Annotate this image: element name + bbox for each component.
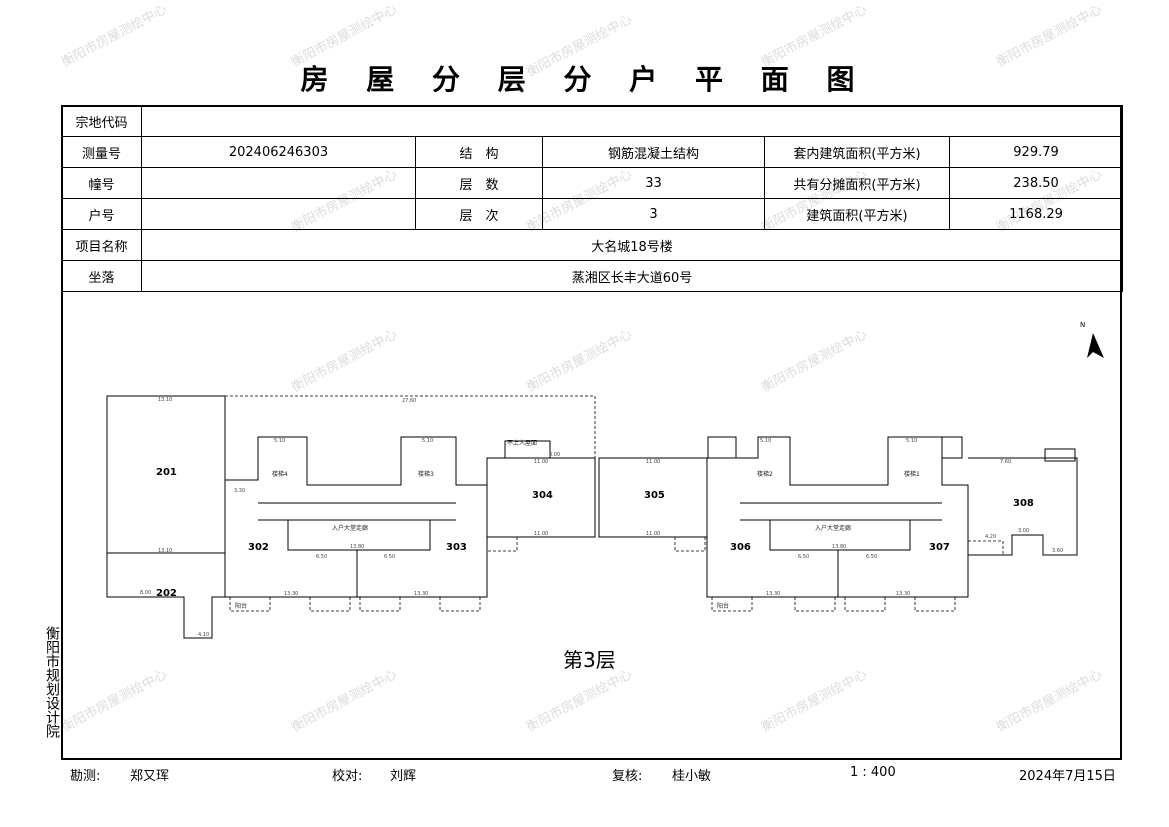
dimension-label: 5.10 — [422, 438, 433, 444]
unit-label: 308 — [1013, 498, 1034, 509]
dimension-label: 11.00 — [534, 531, 548, 537]
table-row: 宗地代码 — [61, 105, 1124, 137]
checker-label: 校对: — [332, 769, 363, 784]
building-no-value — [141, 167, 416, 199]
room-label: 入户大堂走廊 — [332, 524, 368, 532]
surveyor-name: 郑又珲 — [130, 769, 170, 784]
dimension-label: 27.60 — [402, 398, 416, 404]
dimension-label: 13.30 — [896, 591, 910, 597]
project-name-label: 项目名称 — [61, 229, 142, 261]
dimension-label: 13.30 — [284, 591, 298, 597]
parcel-code-label: 宗地代码 — [61, 105, 142, 137]
unit-label: 305 — [644, 490, 665, 501]
unit-label: 201 — [156, 467, 177, 478]
floor-plan: 201 202 302 303 304 305 306 307 308 楼梯4 … — [63, 297, 1120, 758]
right-block-outline — [706, 436, 969, 598]
table-row: 坐落 蒸湘区长丰大道60号 — [61, 260, 1124, 292]
institution-sidebar: 衡阳市规划设计院 — [44, 626, 60, 738]
dimension-label: 11.00 — [646, 459, 660, 465]
info-table: 宗地代码 测量号 202406246303 结 构 钢筋混凝土结构 套内建筑面积… — [61, 105, 1124, 292]
structure-value: 钢筋混凝土结构 — [542, 136, 765, 168]
dimension-label: 6.50 — [316, 554, 327, 560]
room-label: 楼梯2 — [757, 470, 773, 478]
floors-label: 层 数 — [415, 167, 543, 199]
survey-no-value: 202406246303 — [141, 136, 416, 168]
checker-name: 刘辉 — [390, 769, 417, 784]
room-label: 阳台 — [235, 602, 247, 610]
table-row: 户号 层 次 3 建筑面积(平方米) 1168.29 — [61, 198, 1124, 230]
room-label: 入户大堂走廊 — [815, 524, 851, 532]
room-label: 楼梯3 — [418, 470, 434, 478]
room-label: 阳台 — [717, 602, 729, 610]
dimension-label: 8.00 — [549, 452, 560, 458]
date-label: 2024年7月15日 — [1019, 769, 1116, 784]
floors-value: 33 — [542, 167, 765, 199]
total-area-value: 1168.29 — [948, 198, 1124, 230]
building-no-label: 幢号 — [61, 167, 142, 199]
floor-order-value: 3 — [542, 198, 765, 230]
shared-area-label: 共有分摊面积(平方米) — [764, 167, 950, 199]
dimension-label: 7.60 — [1000, 459, 1011, 465]
dimension-label: 13.80 — [832, 544, 846, 550]
dimension-label: 5.10 — [760, 438, 771, 444]
dimension-label: 5.10 — [906, 438, 917, 444]
unit-label: 303 — [446, 542, 467, 553]
structure-label: 结 构 — [415, 136, 543, 168]
dimension-label: 13.30 — [414, 591, 428, 597]
parcel-code-value — [140, 105, 1124, 137]
survey-no-label: 测量号 — [61, 136, 142, 168]
inner-area-value: 929.79 — [948, 136, 1124, 168]
room-label: 楼梯4 — [272, 470, 288, 478]
left-block-outline — [224, 436, 488, 598]
location-value: 蒸湘区长丰大道60号 — [140, 260, 1124, 292]
dimension-label: 4.20 — [985, 534, 996, 540]
scale-label: 1 : 400 — [850, 765, 896, 780]
unit-label: 307 — [929, 542, 950, 553]
shared-area-value: 238.50 — [948, 167, 1124, 199]
project-name-value: 大名城18号楼 — [140, 229, 1124, 261]
reviewer-name: 桂小敏 — [672, 769, 712, 784]
dimension-label: 11.00 — [534, 459, 548, 465]
unit-label: 202 — [156, 588, 177, 599]
dimension-label: 6.50 — [866, 554, 877, 560]
dimension-label: 3.60 — [1052, 548, 1063, 554]
dimension-label: 3.30 — [234, 488, 245, 494]
unit-label: 302 — [248, 542, 269, 553]
dimension-label: 3.00 — [1018, 528, 1029, 534]
dimension-label: 6.50 — [384, 554, 395, 560]
unit-label: 306 — [730, 542, 751, 553]
reviewer-label: 复核: — [612, 769, 643, 784]
total-area-label: 建筑面积(平方米) — [764, 198, 950, 230]
table-row: 幢号 层 数 33 共有分摊面积(平方米) 238.50 — [61, 167, 1124, 199]
floor-label: 第3层 — [563, 648, 616, 672]
inner-area-label: 套内建筑面积(平方米) — [764, 136, 950, 168]
dimension-label: 4.10 — [198, 632, 209, 638]
north-label: N — [1080, 321, 1085, 329]
unit-308-outline — [968, 457, 1078, 556]
surveyor-label: 勘测: — [70, 769, 101, 784]
dimension-label: 6.50 — [798, 554, 809, 560]
page-title: 房 屋 分 层 分 户 平 面 图 — [300, 63, 869, 96]
dimension-label: 13.80 — [350, 544, 364, 550]
dimension-label: 11.00 — [646, 531, 660, 537]
floor-order-label: 层 次 — [415, 198, 543, 230]
dimension-label: 5.10 — [274, 438, 285, 444]
dimension-label: 8.00 — [140, 590, 151, 596]
roof-dashed-outline — [225, 395, 596, 458]
table-row: 项目名称 大名城18号楼 — [61, 229, 1124, 261]
room-label: 不上人屋面 — [507, 439, 537, 447]
table-row: 测量号 202406246303 结 构 钢筋混凝土结构 套内建筑面积(平方米)… — [61, 136, 1124, 168]
north-arrow-icon — [1087, 333, 1104, 358]
room-label: 楼梯1 — [904, 470, 920, 478]
location-label: 坐落 — [61, 260, 142, 292]
dimension-label: 13.30 — [766, 591, 780, 597]
dimension-label: 13.10 — [158, 397, 172, 403]
dimension-label: 13.10 — [158, 548, 172, 554]
unit-label: 304 — [532, 490, 553, 501]
unit-no-value — [141, 198, 416, 230]
unit-no-label: 户号 — [61, 198, 142, 230]
